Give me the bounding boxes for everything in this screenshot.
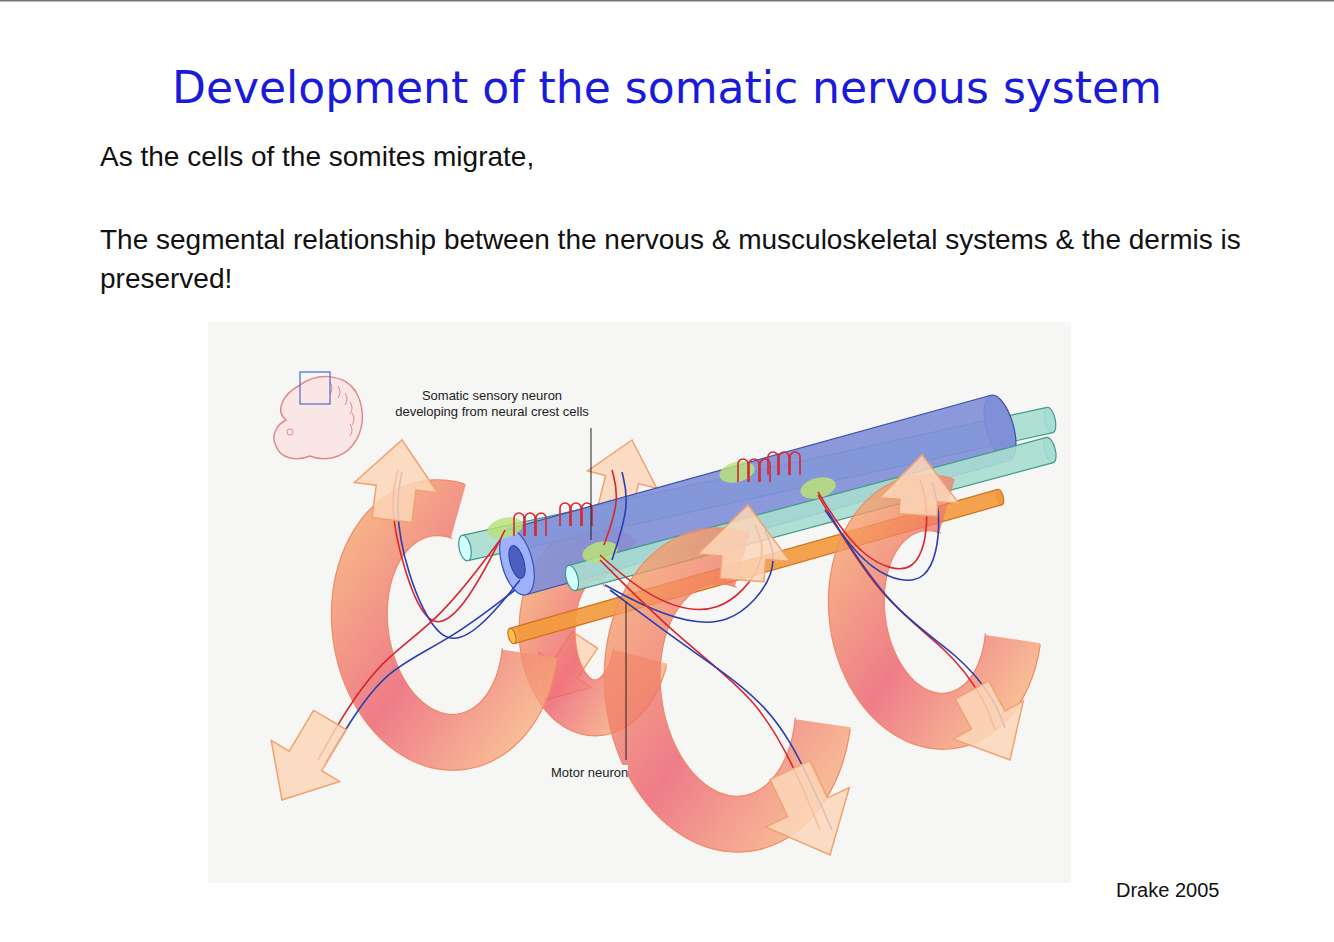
migration-arrow — [698, 505, 790, 582]
slide-title: Development of the somatic nervous syste… — [0, 62, 1334, 113]
nerve-fibre — [318, 540, 500, 760]
migration-arrow — [766, 761, 850, 855]
ganglion-patch — [485, 514, 525, 542]
somite-edge — [387, 536, 502, 715]
ganglion-patch — [798, 474, 838, 502]
tube-front-end — [457, 534, 474, 562]
body-text: The segmental relationship between the n… — [100, 220, 1250, 298]
nerve-fibre — [612, 472, 626, 560]
migration-arrow — [879, 455, 959, 516]
figure-background — [208, 322, 1071, 883]
neural-tube — [493, 392, 1022, 599]
ganglion-patch — [717, 458, 757, 486]
sensory-loop — [768, 452, 800, 475]
neural-crest-column — [563, 436, 1058, 592]
leader-line — [591, 428, 592, 540]
top-rule — [0, 0, 1334, 2]
neural-canal — [506, 544, 529, 581]
migration-arrow — [354, 440, 437, 522]
nerve-fibre — [604, 470, 616, 545]
sensory-loop — [514, 513, 546, 536]
migration-arrow — [271, 710, 346, 800]
embryo-highlight-box — [300, 372, 330, 404]
tube-front-end — [506, 627, 517, 644]
sensory-loop — [738, 459, 770, 482]
source-credit: Drake 2005 — [1116, 878, 1219, 902]
leader-line — [626, 602, 627, 760]
somite-figure — [271, 392, 1058, 855]
embryo-outline — [274, 377, 362, 459]
somite-sheet — [331, 480, 557, 770]
callout-label: Motor neuron — [551, 765, 628, 781]
embryo-eye — [287, 429, 293, 435]
callout-label: Somatic sensory neuron developing from n… — [392, 388, 592, 419]
migration-arrow — [953, 681, 1023, 760]
nerve-fibre — [326, 590, 515, 762]
sensory-loop — [560, 503, 592, 526]
tube-front-end — [563, 564, 581, 592]
body-text: As the cells of the somites migrate, — [100, 140, 1250, 174]
embryo-thumbnail — [274, 372, 362, 459]
somite-edge — [331, 480, 557, 770]
nerve-fibre — [398, 472, 520, 638]
somite-edge — [660, 584, 795, 796]
somite-band — [359, 508, 529, 743]
embryo-somites — [330, 382, 354, 436]
